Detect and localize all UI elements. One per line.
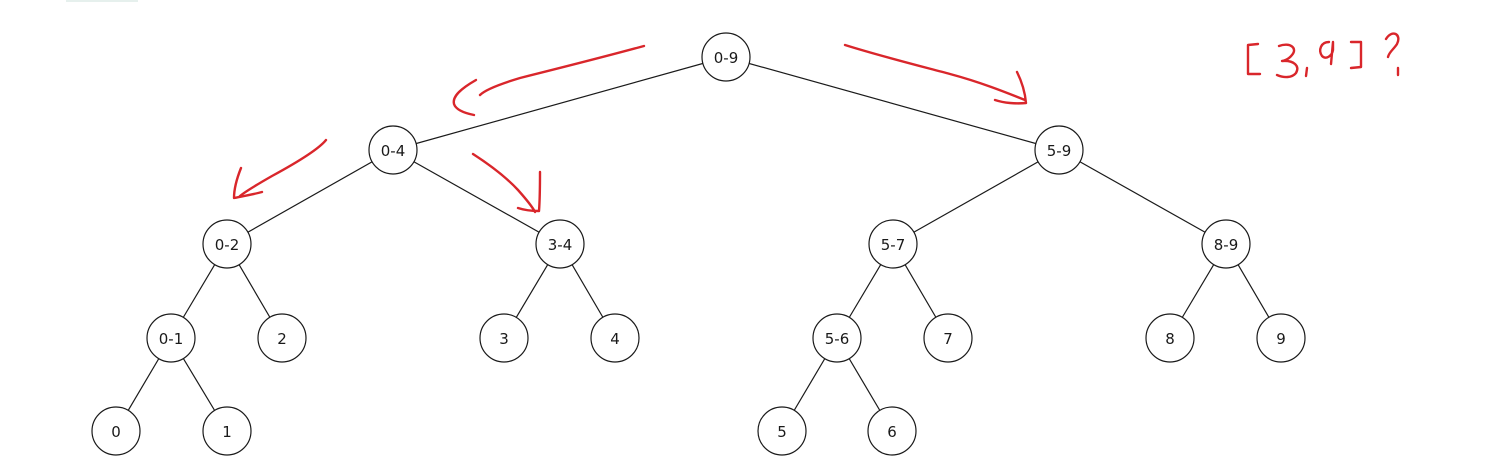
red-arrow-root-right: [843, 43, 1028, 105]
red-arrow-left-right: [471, 152, 542, 214]
tree-node: 6: [867, 406, 917, 456]
node-circle: [146, 313, 196, 363]
tree-node: 0-2: [202, 219, 252, 269]
node-circle: [257, 313, 307, 363]
tree-node: 5-9: [1034, 125, 1084, 175]
tree-edge: [226, 149, 394, 245]
tree-node: 8-9: [1201, 219, 1251, 269]
node-circle: [757, 406, 807, 456]
tree-node: 0-9: [701, 32, 751, 82]
tree-edge: [1058, 149, 1227, 245]
tree-edge: [392, 149, 561, 245]
node-label: 2: [277, 330, 287, 348]
red-arrow-root-left: [452, 44, 646, 117]
node-circle: [535, 219, 585, 269]
node-circle: [479, 313, 529, 363]
node-circle: [202, 406, 252, 456]
node-circle: [1256, 313, 1306, 363]
node-label: 8-9: [1214, 236, 1239, 254]
tree-node: 9: [1256, 313, 1306, 363]
node-label: 1: [222, 423, 232, 441]
node-label: 0-9: [714, 49, 739, 67]
tree-node: 3-4: [535, 219, 585, 269]
node-circle: [590, 313, 640, 363]
tree-nodes: 0-9 0-4 5-9 0-2 3-4 5-7 8-9 0-1 2 3 4 5-6 7 8 9 0 1 5 6: [91, 32, 1306, 456]
node-circle: [1145, 313, 1195, 363]
tree-edge: [392, 56, 727, 151]
node-circle: [1201, 219, 1251, 269]
handwritten-range-question: [1246, 32, 1400, 79]
red-arrow-left-left: [232, 138, 328, 200]
node-circle: [368, 125, 418, 175]
node-circle: [923, 313, 973, 363]
tree-edge: [725, 56, 1060, 151]
node-circle: [701, 32, 751, 82]
node-circle: [202, 219, 252, 269]
node-label: 4: [610, 330, 620, 348]
tree-node: 3: [479, 313, 529, 363]
node-circle: [812, 313, 862, 363]
node-circle: [1034, 125, 1084, 175]
node-label: 0: [111, 423, 121, 441]
node-circle: [91, 406, 141, 456]
handwritten-annotations: [232, 32, 1400, 214]
node-label: 5-6: [825, 330, 850, 348]
tree-edges: [115, 56, 1282, 432]
tree-edge: [892, 149, 1060, 245]
tree-node: 5-6: [812, 313, 862, 363]
tree-node: 2: [257, 313, 307, 363]
node-label: 6: [887, 423, 897, 441]
tree-node: 1: [202, 406, 252, 456]
tree-node: 4: [590, 313, 640, 363]
node-label: 0-2: [215, 236, 240, 254]
tree-node: 7: [923, 313, 973, 363]
node-label: 3-4: [548, 236, 573, 254]
node-label: 0-4: [381, 142, 406, 160]
node-label: 7: [943, 330, 953, 348]
node-label: 3: [499, 330, 509, 348]
tree-node: 5: [757, 406, 807, 456]
node-label: 8: [1165, 330, 1175, 348]
node-label: 5-9: [1047, 142, 1072, 160]
tree-node: 0-4: [368, 125, 418, 175]
tree-node: 0: [91, 406, 141, 456]
node-label: 5: [777, 423, 787, 441]
tree-node: 0-1: [146, 313, 196, 363]
tree-node: 8: [1145, 313, 1195, 363]
tree-node: 5-7: [868, 219, 918, 269]
node-circle: [867, 406, 917, 456]
top-tab-stub: [66, 0, 138, 2]
node-label: 0-1: [159, 330, 184, 348]
node-label: 9: [1276, 330, 1286, 348]
node-label: 5-7: [881, 236, 906, 254]
node-circle: [868, 219, 918, 269]
